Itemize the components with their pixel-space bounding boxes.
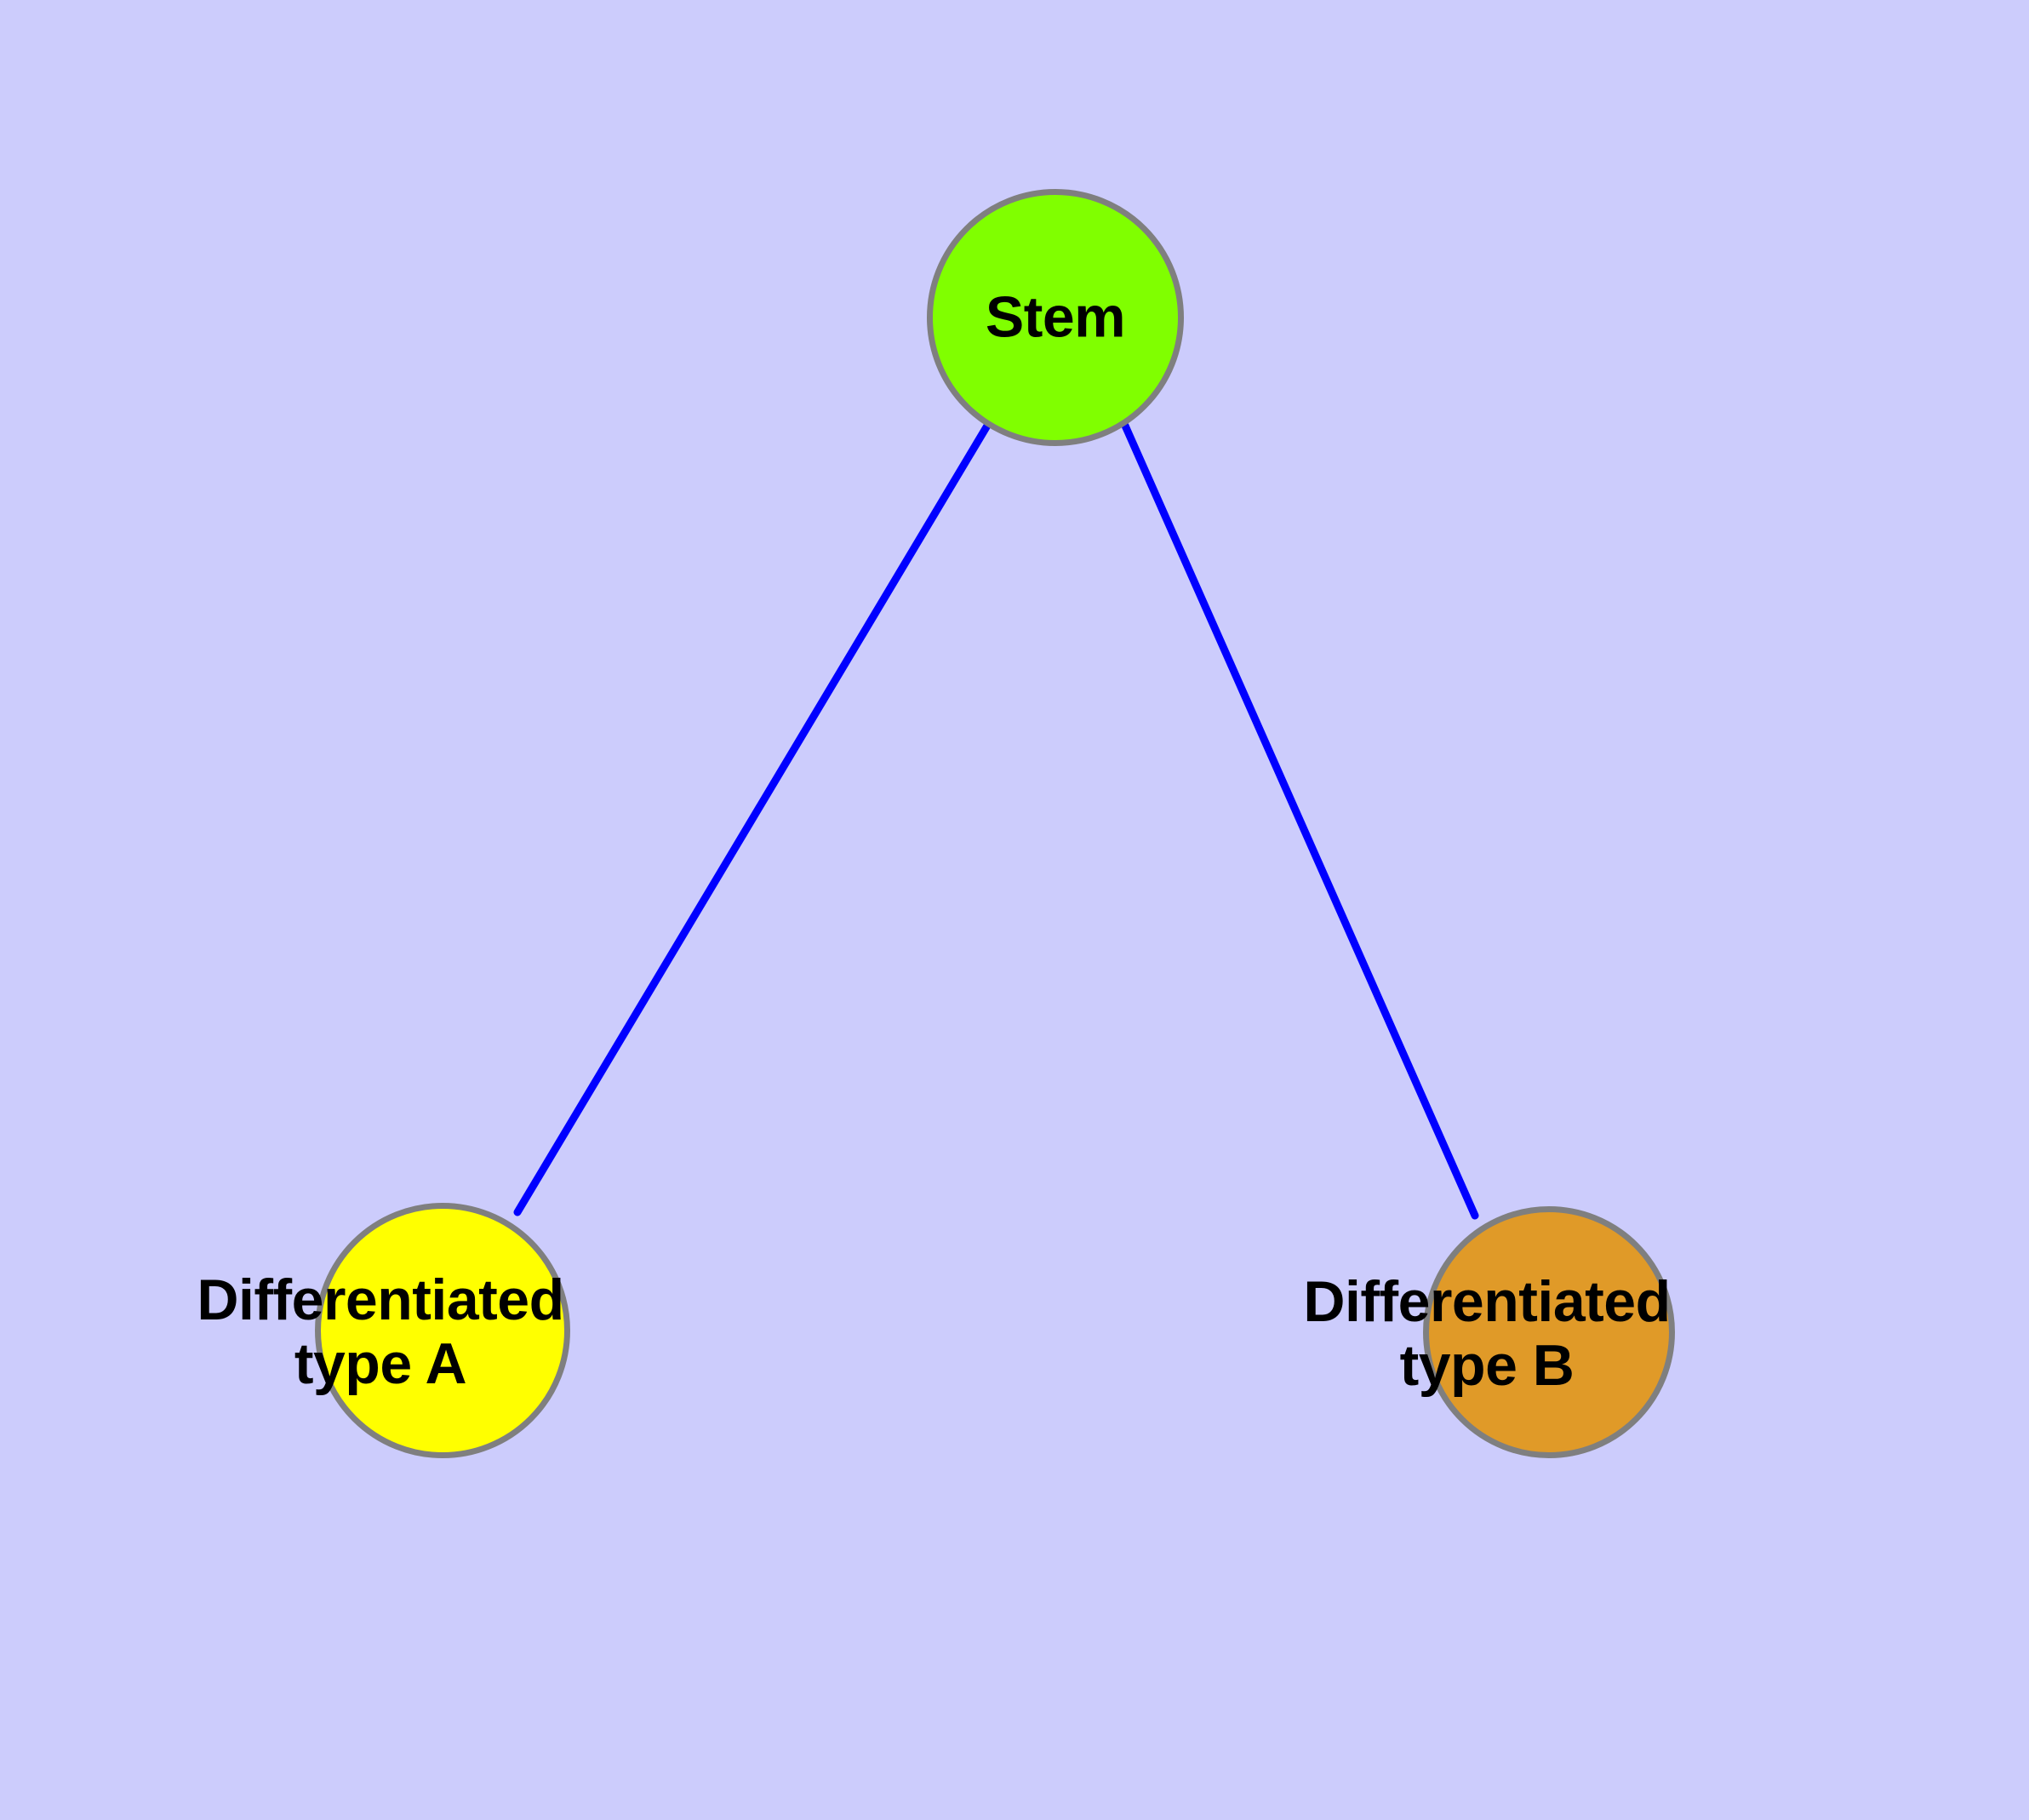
node-stem[interactable] — [927, 189, 1184, 446]
node-differentiated-type-a[interactable] — [315, 1203, 570, 1458]
edge-stem-to-diff-a — [513, 421, 992, 1216]
node-label-differentiated-type-a: Differentiated type A — [197, 1268, 564, 1396]
edge-stem-to-diff-b — [1121, 421, 1479, 1220]
node-label-differentiated-type-b: Differentiated type B — [1303, 1269, 1671, 1398]
node-differentiated-type-b[interactable] — [1423, 1206, 1675, 1458]
node-label-stem: Stem — [985, 284, 1126, 350]
